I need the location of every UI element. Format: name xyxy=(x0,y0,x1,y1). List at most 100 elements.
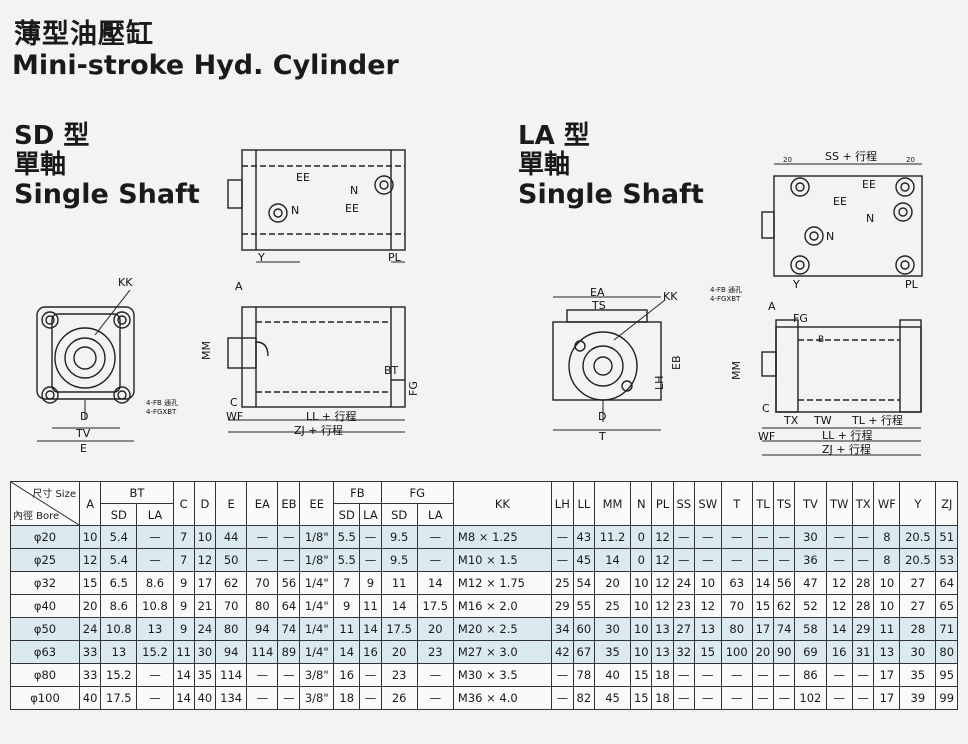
sub-column-header-la: LA xyxy=(359,503,382,526)
table-cell: 0 xyxy=(630,525,653,549)
column-header: WF xyxy=(873,481,901,526)
table-cell: 65 xyxy=(935,594,958,618)
table-cell: 10 xyxy=(693,571,722,595)
la-ll-stroke-label: LL + 行程 xyxy=(822,429,872,442)
column-header: KK xyxy=(452,481,552,526)
la-top-view-drawing xyxy=(761,163,923,277)
table-cell: 7 xyxy=(333,571,361,595)
table-cell: 13 xyxy=(100,640,138,664)
table-cell: 11 xyxy=(380,571,418,595)
column-header: EA xyxy=(246,481,279,526)
table-cell: 35 xyxy=(193,663,217,687)
table-cell: 23 xyxy=(380,663,418,687)
table-cell: 10 xyxy=(630,640,653,664)
sub-column-header-la: LA xyxy=(136,503,174,526)
table-cell: 16 xyxy=(333,663,361,687)
table-cell: 56 xyxy=(773,571,796,595)
la-shaft-cn: 單軸 xyxy=(518,150,571,181)
sd-a-label: A xyxy=(235,280,243,293)
table-cell: 11.2 xyxy=(593,525,632,549)
page-title-chinese: 薄型油壓缸 xyxy=(14,19,154,50)
la-20-label-1: 20 xyxy=(783,156,792,164)
table-cell: 28 xyxy=(899,617,937,641)
table-cell: — xyxy=(825,548,853,572)
bore-cell: φ32 xyxy=(10,571,80,595)
table-cell: 14 xyxy=(593,548,632,572)
table-cell: 7 xyxy=(172,525,195,549)
column-header: T xyxy=(720,481,753,526)
table-cell: 12 xyxy=(651,548,674,572)
table-cell: 27 xyxy=(899,594,937,618)
table-cell: 10.8 xyxy=(100,617,138,641)
table-cell: — xyxy=(751,525,775,549)
bore-cell: φ63 xyxy=(10,640,80,664)
table-cell: — xyxy=(851,548,875,572)
table-cell: 21 xyxy=(193,594,217,618)
table-cell: M8 × 1.25 xyxy=(452,525,552,549)
table-cell: 17 xyxy=(873,663,901,687)
table-cell: 14 xyxy=(333,640,361,664)
table-cell: 10.8 xyxy=(136,594,174,618)
table-cell: — xyxy=(277,686,301,710)
table-cell: — xyxy=(136,663,174,687)
table-cell: 15.2 xyxy=(100,663,138,687)
table-cell: 36 xyxy=(794,548,827,572)
table-cell: 8.6 xyxy=(100,594,138,618)
table-cell: — xyxy=(246,525,279,549)
column-group-header-bt: BT xyxy=(100,481,174,504)
table-cell: 5.5 xyxy=(333,548,361,572)
column-header: TV xyxy=(794,481,827,526)
table-cell: 80 xyxy=(246,594,279,618)
column-header: TL xyxy=(751,481,775,526)
table-cell: — xyxy=(720,663,753,687)
table-cell: 34 xyxy=(550,617,574,641)
table-cell: 45 xyxy=(593,686,632,710)
column-header: LH xyxy=(550,481,574,526)
table-cell: 50 xyxy=(215,548,248,572)
la-fb-note: 4-FB 通孔 xyxy=(710,285,742,294)
column-group-header-fg: FG xyxy=(380,481,454,504)
table-cell: 14 xyxy=(825,617,853,641)
table-cell: 30 xyxy=(593,617,632,641)
table-cell: — xyxy=(550,686,574,710)
column-header: TX xyxy=(851,481,875,526)
sub-column-header-sd: SD xyxy=(333,503,361,526)
table-cell: 10 xyxy=(630,617,653,641)
table-cell: 13 xyxy=(651,640,674,664)
table-cell: 35 xyxy=(899,663,937,687)
table-cell: — xyxy=(825,686,853,710)
table-cell: 11 xyxy=(172,640,195,664)
bore-cell: φ25 xyxy=(10,548,80,572)
table-cell: 27 xyxy=(899,571,937,595)
table-cell: 30 xyxy=(899,640,937,664)
table-cell: 100 xyxy=(720,640,753,664)
sd-c-label: C xyxy=(230,396,238,409)
bore-cell: φ50 xyxy=(10,617,80,641)
table-cell: — xyxy=(359,525,382,549)
table-cell: 1/8" xyxy=(299,525,335,549)
sd-n-label-1: N xyxy=(291,204,299,217)
table-cell: 20 xyxy=(593,571,632,595)
table-cell: 40 xyxy=(78,686,102,710)
table-cell: 64 xyxy=(935,571,958,595)
table-cell: 71 xyxy=(935,617,958,641)
table-cell: — xyxy=(672,525,695,549)
la-y-label: Y xyxy=(792,278,800,291)
table-cell: 3/8" xyxy=(299,663,335,687)
table-cell: M36 × 4.0 xyxy=(452,686,552,710)
table-cell: 13 xyxy=(693,617,722,641)
table-cell: — xyxy=(416,548,454,572)
table-cell: 89 xyxy=(277,640,301,664)
table-cell: — xyxy=(693,686,722,710)
table-cell: 20.5 xyxy=(899,525,937,549)
table-cell: 12 xyxy=(693,594,722,618)
la-20-label-2: 20 xyxy=(906,156,915,164)
la-d-label: D xyxy=(598,410,606,423)
table-cell: 24 xyxy=(672,571,695,595)
table-cell: 24 xyxy=(193,617,217,641)
